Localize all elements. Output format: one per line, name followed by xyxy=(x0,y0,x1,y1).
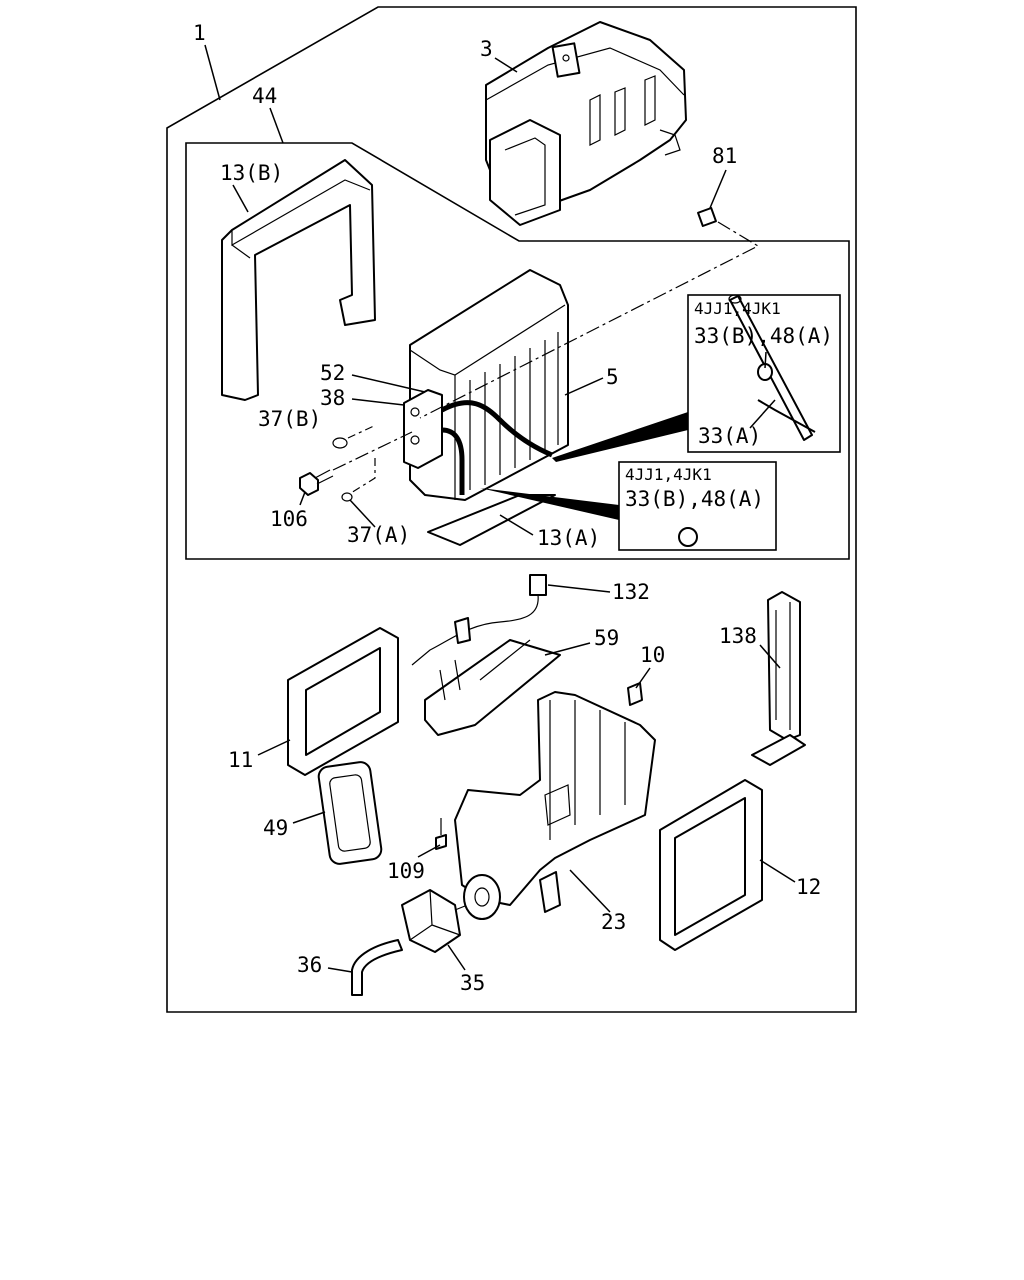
label-44: 44 xyxy=(252,84,277,108)
lower-case-part xyxy=(454,691,656,913)
label-38: 38 xyxy=(320,386,345,410)
label-109: 109 xyxy=(387,859,425,883)
o-ring-b xyxy=(332,437,348,449)
inset-bottom-engine: 4JJ1,4JK1 xyxy=(625,465,712,484)
subassembly-frame xyxy=(185,142,850,560)
label-49: 49 xyxy=(263,816,288,840)
inset-cap-part xyxy=(678,527,698,547)
damper-bracket-part xyxy=(424,617,561,736)
thermo-sensor-part xyxy=(411,574,547,666)
label-11: 11 xyxy=(228,748,253,772)
inset-pipe-part xyxy=(728,294,816,441)
label-59: 59 xyxy=(594,626,619,650)
assembly-frame xyxy=(166,6,857,1013)
inset-box-top xyxy=(687,294,841,453)
gasket-12-part xyxy=(659,779,763,951)
o-ring-a xyxy=(341,492,353,502)
label-106: 106 xyxy=(270,507,308,531)
label-23: 23 xyxy=(601,910,626,934)
label-12: 12 xyxy=(796,875,821,899)
drain-hose-part xyxy=(351,939,403,996)
label-52: 52 xyxy=(320,361,345,385)
label-37a: 37(A) xyxy=(347,523,410,547)
leader-lines xyxy=(204,44,796,973)
insulator-a-part xyxy=(427,494,556,546)
inset-pointer-top xyxy=(552,412,688,462)
evaporator-part xyxy=(409,269,569,501)
inset-top-sub: 33(A) xyxy=(698,424,761,448)
bolt-part xyxy=(299,469,334,496)
gasket-11-part xyxy=(287,627,399,776)
label-36: 36 xyxy=(297,953,322,977)
label-132: 132 xyxy=(612,580,650,604)
label-10: 10 xyxy=(640,643,665,667)
label-13b: 13(B) xyxy=(220,161,283,185)
label-138: 138 xyxy=(719,624,757,648)
inset-top-engine: 4JJ1,4JK1 xyxy=(694,299,781,318)
label-5: 5 xyxy=(606,365,619,389)
expansion-valve-part xyxy=(403,389,553,495)
label-37b: 37(B) xyxy=(258,407,321,431)
clip-81-part xyxy=(697,207,717,227)
insulator-b-part xyxy=(221,159,376,401)
inset-bottom-parts: 33(B),48(A) xyxy=(625,487,764,511)
label-3: 3 xyxy=(480,37,493,61)
connector-bolt xyxy=(332,431,413,471)
clip-10-part xyxy=(627,682,643,706)
connector-oring xyxy=(347,424,377,494)
label-1: 1 xyxy=(193,21,206,45)
seal-49-part xyxy=(317,761,383,865)
inset-pointer-bottom xyxy=(480,488,619,520)
inset-top-parts: 33(B),48(A) xyxy=(694,324,833,348)
bracket-138-part xyxy=(751,591,806,766)
screw-109-part xyxy=(435,818,447,850)
blower-motor-part xyxy=(401,874,501,953)
label-13a: 13(A) xyxy=(537,526,600,550)
label-81: 81 xyxy=(712,144,737,168)
label-35: 35 xyxy=(460,971,485,995)
cover-part xyxy=(485,21,687,226)
